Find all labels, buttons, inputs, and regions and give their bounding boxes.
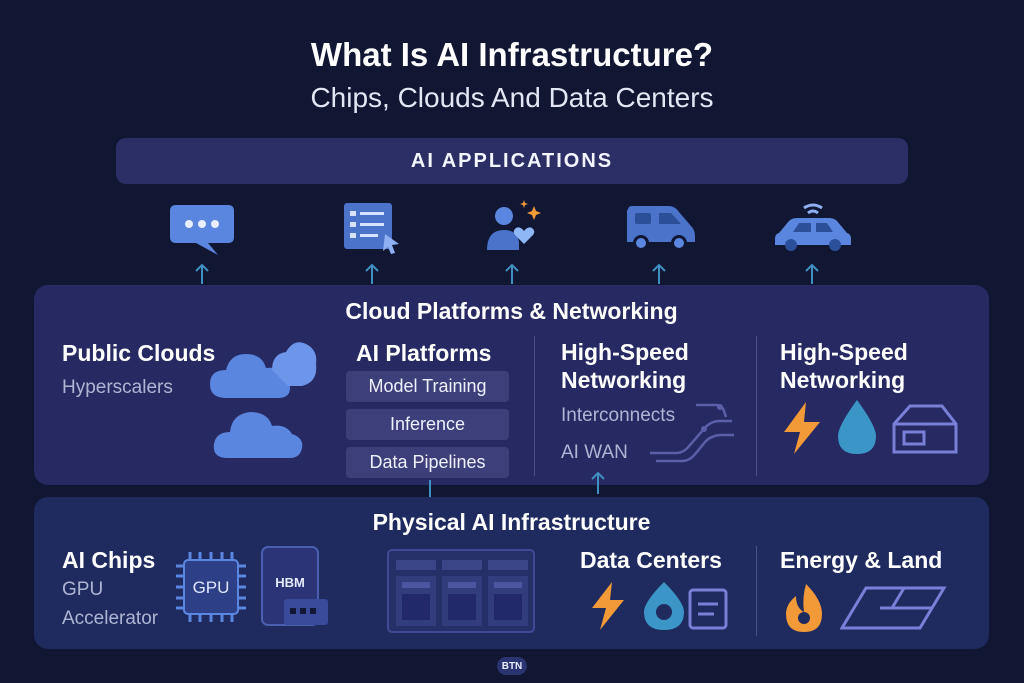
- energy-land-title: Energy & Land: [780, 547, 943, 573]
- networking-right-title-line2: Networking: [780, 367, 906, 393]
- cloud-icon: [210, 342, 317, 458]
- ai-chips-title: AI Chips: [62, 547, 156, 573]
- platform-item: Model Training: [346, 371, 509, 402]
- hbm-label: HBM: [275, 575, 305, 590]
- flame-icon: [786, 584, 822, 632]
- arrow-up-icon: [195, 263, 209, 284]
- networking-item: Interconnects: [561, 405, 676, 426]
- divider: [534, 336, 535, 476]
- page-title: What Is AI Infrastructure?: [310, 36, 714, 73]
- arrow-up-icon: [591, 471, 605, 494]
- van-icon: [627, 206, 695, 251]
- ai-applications-bar: AI APPLICATIONS: [116, 138, 908, 184]
- data-centers-title: Data Centers: [580, 547, 722, 573]
- land-plot-icon: [840, 586, 947, 630]
- water-drop-icon: [838, 400, 876, 454]
- hbm-memory-icon: [261, 546, 328, 626]
- divider: [756, 546, 757, 636]
- connected-car-icon: [775, 203, 851, 251]
- btn-logo: BTN: [497, 657, 527, 675]
- ai-chips-item: GPU: [62, 579, 104, 600]
- divider: [756, 336, 757, 476]
- gpu-label: GPU: [192, 578, 230, 597]
- network-lines-icon: [650, 403, 734, 463]
- physical-layer-title: Physical AI Infrastructure: [372, 509, 651, 535]
- connector-line: [429, 480, 431, 498]
- ai-chips-item: Accelerator: [62, 608, 159, 629]
- checklist-icon: [344, 203, 399, 254]
- networking-title-line1: High-Speed: [561, 339, 689, 365]
- building-icon: [892, 404, 958, 454]
- server-racks-icon: [387, 549, 535, 633]
- lightning-icon: [784, 402, 820, 454]
- cooling-unit-icon: [644, 582, 728, 630]
- public-clouds-title: Public Clouds: [62, 340, 216, 366]
- chat-bubble-icon: [170, 205, 234, 255]
- networking-title-line2: Networking: [561, 367, 687, 393]
- ai-platforms-title: AI Platforms: [356, 340, 492, 366]
- platform-item: Data Pipelines: [346, 447, 509, 478]
- networking-item: AI WAN: [561, 442, 628, 463]
- lightning-icon: [592, 582, 624, 630]
- people-heart-icon: [487, 200, 541, 250]
- cloud-layer-title: Cloud Platforms & Networking: [345, 298, 678, 324]
- gpu-chip-icon: [176, 552, 246, 622]
- arrow-up-icon: [652, 263, 666, 284]
- cloud-platforms-panel: [34, 285, 989, 485]
- page-subtitle: Chips, Clouds And Data Centers: [310, 82, 714, 113]
- public-clouds-subtitle: Hyperscalers: [62, 377, 173, 398]
- networking-right-title-line1: High-Speed: [780, 339, 908, 365]
- arrow-up-icon: [805, 263, 819, 284]
- arrow-up-icon: [365, 263, 379, 284]
- platform-item: Inference: [346, 409, 509, 440]
- arrow-up-icon: [505, 263, 519, 284]
